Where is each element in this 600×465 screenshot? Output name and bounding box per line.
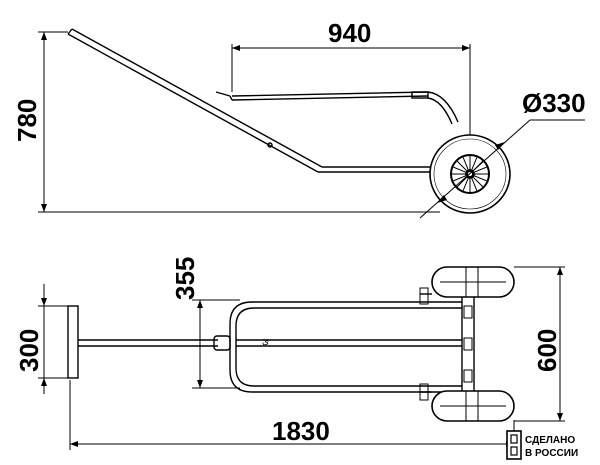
wheel-spoke: [462, 157, 469, 170]
height-780-label: 780: [12, 99, 42, 142]
wheel-spoke: [474, 175, 487, 182]
wheel-spoke: [462, 178, 469, 191]
wheel-spoke: [471, 157, 478, 170]
wheel-spoke: [456, 177, 467, 188]
dim-300-lines: [38, 284, 68, 394]
top-wheel-lower: [431, 390, 515, 422]
badge-logo-icon: [506, 430, 522, 460]
made-in-russia-badge: СДЕЛАНО В РОССИИ: [506, 430, 578, 460]
top-wheel-upper: [431, 266, 515, 298]
length-1830-label: 1830: [272, 416, 330, 446]
badge-line-1: СДЕЛАНО: [525, 435, 575, 446]
handle-bar: [67, 28, 464, 173]
wheel-spoke: [456, 160, 467, 171]
top-view: ئ: [14, 257, 565, 450]
dim-355-lines: [192, 299, 240, 389]
wheel-spoke: [471, 178, 478, 191]
width-355-label: 355: [170, 257, 200, 300]
total-width-600-label: 600: [532, 329, 562, 372]
wheel-spoke: [474, 166, 487, 173]
dim-600-lines: [514, 266, 565, 422]
wheel-spoke: [473, 177, 484, 188]
upper-rail: [215, 91, 459, 125]
length-940-label: 940: [328, 18, 371, 48]
central-shaft: [78, 339, 218, 347]
handle-grip: [67, 305, 79, 379]
diameter-leader: [419, 119, 585, 219]
u-frame: ئ: [213, 301, 466, 393]
svg-text:ئ: ئ: [262, 336, 269, 346]
dim-780-lines: [38, 31, 440, 213]
dim-940-lines: [231, 44, 471, 135]
handle-width-300-label: 300: [14, 329, 44, 372]
wheel-spoke: [453, 166, 466, 173]
side-view: Ø330 940 780: [12, 18, 586, 219]
badge-line-2: В РОССИИ: [525, 448, 578, 459]
wheel-spoke: [453, 175, 466, 182]
wheel-diameter-label: Ø330: [522, 88, 586, 118]
axle-assembly: [419, 287, 475, 401]
